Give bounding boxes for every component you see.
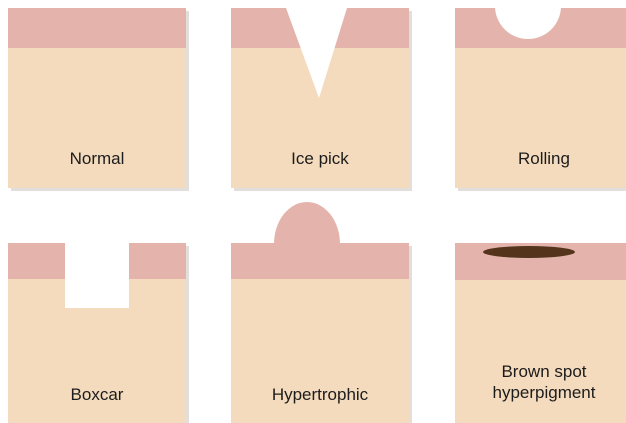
epidermis-layer [8, 8, 186, 48]
pigment-spot [483, 246, 575, 258]
panel-rolling: Rolling [455, 8, 626, 188]
panel-ice-pick: Ice pick [231, 8, 409, 188]
panel-label: Brown spot hyperpigment [455, 361, 626, 403]
raised-scar-bump [274, 202, 340, 244]
panel-label-line: Brown spot [455, 361, 626, 382]
boxcar-cavity [65, 241, 129, 308]
panel-label: Boxcar [8, 384, 186, 405]
panel-label: Rolling [455, 148, 626, 169]
epidermis-layer [231, 243, 409, 279]
panel-normal: Normal [8, 8, 186, 188]
panel-label: Normal [8, 148, 186, 169]
panel-label: Ice pick [231, 148, 409, 169]
panel-brown-spot: Brown spot hyperpigment [455, 243, 626, 423]
panel-label: Hypertrophic [231, 384, 409, 405]
panel-boxcar: Boxcar [8, 243, 186, 423]
panel-hypertrophic: Hypertrophic [231, 243, 409, 423]
panel-label-line: hyperpigment [455, 382, 626, 403]
